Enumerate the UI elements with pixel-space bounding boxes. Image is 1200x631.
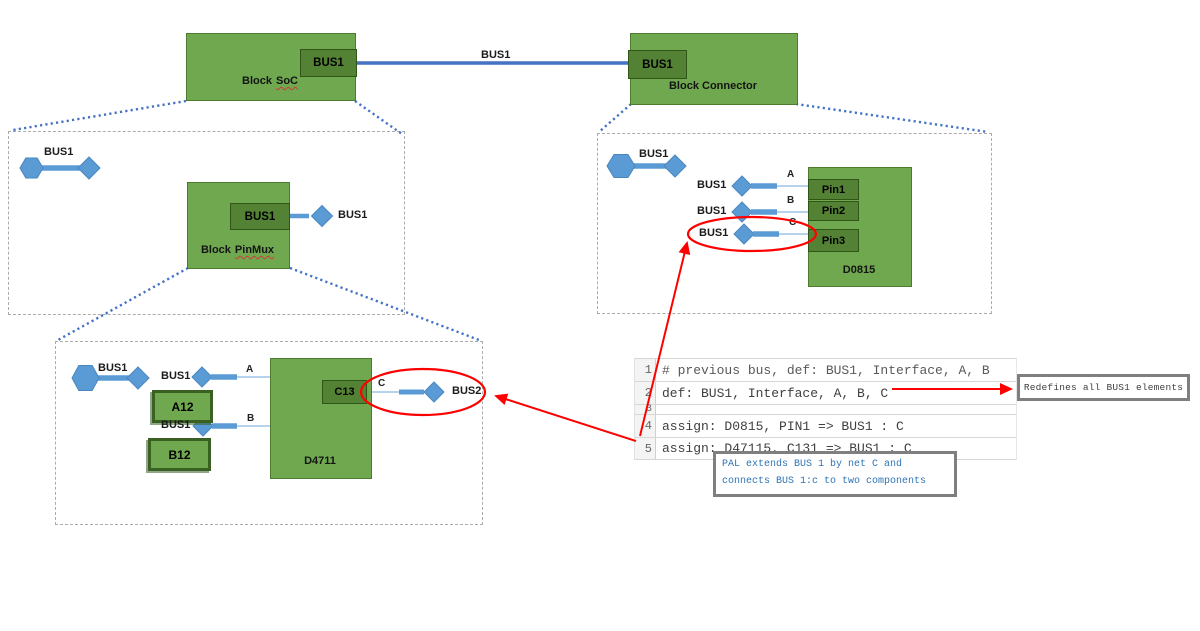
line-number: 1 <box>635 359 656 381</box>
pal-note-line1: PAL extends BUS 1 by net C and <box>722 459 903 470</box>
bus2-label: BUS2 <box>452 385 482 397</box>
connector-detail-box <box>597 133 992 314</box>
c13-port: C13 <box>322 380 367 404</box>
net-a-label: A <box>787 169 795 180</box>
line-number: 5 <box>635 438 656 459</box>
expansion-dotted-line <box>795 102 989 134</box>
device-d0815-label: D0815 <box>842 264 876 276</box>
code-text <box>656 405 662 414</box>
block-soc-label-prefix: Block <box>242 75 272 87</box>
redefines-callout: Redefines all BUS1 elements <box>1017 374 1190 401</box>
code-line: 3 <box>635 404 1016 415</box>
code-text: assign: D0815, PIN1 => BUS1 : C <box>662 418 904 434</box>
device-d4711 <box>270 358 372 479</box>
row-a-bus1-label: BUS1 <box>697 179 727 191</box>
pinmux-ext-bus1-label: BUS1 <box>338 209 368 221</box>
pinmux-detail-box <box>8 131 405 315</box>
bus1-symbol-label: BUS1 <box>98 362 128 374</box>
code-line: 2 def: BUS1, Interface, A, B, C <box>635 382 1016 405</box>
line-number: 2 <box>635 382 656 404</box>
soc-bus1-port: BUS1 <box>300 49 357 77</box>
row-c-bus1-label: BUS1 <box>699 227 729 239</box>
code-line: 1 # previous bus, def: BUS1, Interface, … <box>635 359 1016 382</box>
block-soc-label-name: SoC <box>275 75 298 87</box>
code-listing: 1 # previous bus, def: BUS1, Interface, … <box>634 358 1017 460</box>
connector-bus1-port: BUS1 <box>628 50 687 79</box>
net-a-label: A <box>246 364 254 375</box>
code-text: def: BUS1, Interface, A, B, C <box>662 385 889 401</box>
net-b-label: B <box>247 413 255 424</box>
device-d4711-label: D4711 <box>304 455 336 467</box>
block-pinmux-label-prefix: Block <box>200 244 231 256</box>
net-b-label: B <box>787 195 795 206</box>
bus1-symbol-label: BUS1 <box>44 146 74 158</box>
bus1-symbol-label: BUS1 <box>639 148 669 160</box>
expansion-dotted-line <box>354 100 403 135</box>
code-text: # previous bus, def: BUS1, Interface, A,… <box>662 362 990 378</box>
pinmux-bus1-port: BUS1 <box>230 203 290 230</box>
line-number: 4 <box>635 415 656 437</box>
block-pinmux-label-name: PinMux <box>234 244 275 256</box>
pin2-port: Pin2 <box>808 201 859 221</box>
code-line: 4 assign: D0815, PIN1 => BUS1 : C <box>635 415 1016 438</box>
row-b-bus1-label: BUS1 <box>697 205 727 217</box>
net-c-label: C <box>789 217 797 228</box>
chip-b12: B12 <box>148 438 211 471</box>
expansion-dotted-line <box>598 103 632 133</box>
expansion-dotted-line <box>12 99 187 132</box>
net-c-label: C <box>378 378 386 389</box>
pal-note-line2: connects BUS 1:c to two components <box>722 476 927 487</box>
block-connector-label: Block Connector <box>668 80 757 92</box>
top-bus1-label: BUS1 <box>481 49 511 61</box>
line-number: 3 <box>635 404 656 415</box>
row-a-bus1-label: BUS1 <box>161 370 191 382</box>
pin3-port: Pin3 <box>808 229 859 252</box>
pal-note-callout: PAL extends BUS 1 by net C and connects … <box>713 451 957 497</box>
row-b-bus1-label: BUS1 <box>161 419 191 431</box>
pal-detail-box <box>55 341 483 525</box>
red-arrow-to-bus2 <box>494 393 637 442</box>
pin1-port: Pin1 <box>808 179 859 200</box>
